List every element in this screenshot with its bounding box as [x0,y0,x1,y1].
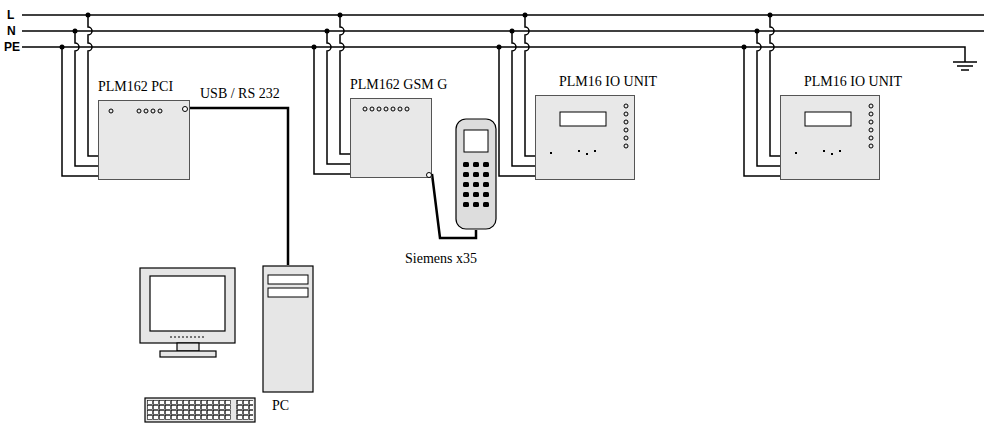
unit-housing [780,95,880,180]
device-unit: PLM16 IO UNIT [535,73,657,180]
pc-label: PC [272,397,314,415]
bus-name: N [5,23,18,39]
gsm-phone: Siemens x35 [405,118,505,270]
phone-caption: Siemens x35 [405,250,477,268]
cable-label: USB / RS 232 [198,86,282,102]
unit-panel [781,96,881,181]
device-unit: PLM162 GSM G [350,76,447,178]
pc-monitor [140,268,235,357]
ground-symbol [953,62,977,70]
phone-drawing [455,118,497,230]
junction-dots [60,13,773,50]
unit-housing [98,100,190,180]
pc-keyboard [145,398,255,422]
device-unit: PLM162 PCI [98,78,190,180]
tower-drawing [262,265,314,393]
phone-handset [455,118,497,230]
unit-panel [351,99,433,179]
unit-heading: PLM16 IO UNIT [559,73,657,95]
device-unit: PLM16 IO UNIT [780,73,902,180]
bus-name: PE [2,39,22,55]
unit-housing [535,95,635,180]
unit-heading: PLM162 GSM G [350,76,447,98]
unit-panel [99,101,191,181]
tower-case [262,265,314,393]
cable-layer [190,108,476,265]
unit-heading: PLM16 IO UNIT [804,73,902,95]
bus-lines [22,15,984,62]
cable [190,108,288,265]
unit-housing [350,98,432,178]
unit-panel [536,96,636,181]
pc-tower: PC [262,265,314,415]
unit-heading: PLM162 PCI [98,78,190,100]
bus-name: L [5,7,16,23]
